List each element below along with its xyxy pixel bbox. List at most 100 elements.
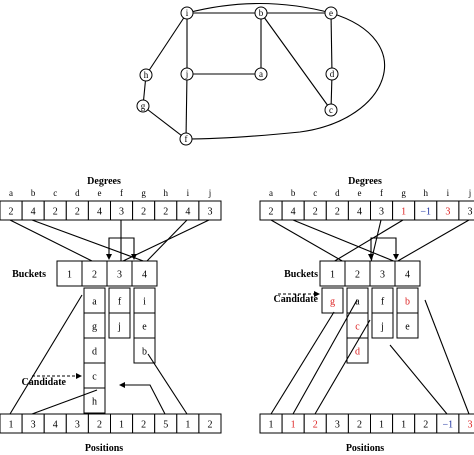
left-letter-6: g [141,188,146,198]
svg-text:2: 2 [75,207,80,218]
node-g: g [136,99,150,113]
right-degrees-title: Degrees [348,176,382,187]
left-degree-0: 2 [0,200,23,221]
svg-text:4: 4 [53,420,58,431]
left-bucket-2-item-0: a [83,287,106,314]
svg-text:3: 3 [117,270,122,281]
svg-text:d: d [92,347,97,358]
left-bucket-3-item-0: f [108,287,131,314]
svg-text:f: f [380,188,383,198]
left-position-1: 3 [21,413,45,434]
left-position-8: 1 [176,413,200,434]
right-arrow-pos-i [389,344,448,415]
svg-text:f: f [120,188,123,198]
left-arrow-pos-b [31,389,98,415]
svg-text:h: h [144,70,149,80]
svg-text:i: i [143,297,146,308]
right-bucket-3-item-0: f [371,287,394,314]
svg-text:1: 1 [379,420,384,431]
left-position-2: 4 [43,413,67,434]
node-e: e [324,6,338,20]
svg-text:2: 2 [141,420,146,431]
svg-text:g: g [92,322,97,333]
edge-i-e [186,3,332,14]
svg-text:e: e [357,188,361,198]
svg-text:j: j [185,69,189,79]
right-position-4: 2 [347,413,371,434]
right-letter-0: a [269,188,273,198]
left-bucket-header-2: 2 [81,260,108,287]
svg-text:1: 1 [185,420,190,431]
svg-text:e: e [329,8,333,18]
svg-text:1: 1 [330,270,335,281]
left-degree-2: 2 [43,200,67,221]
left-degrees-title: Degrees [87,176,121,187]
node-i: i [180,6,194,20]
left-letter-7: h [164,188,169,198]
right-bucket-2-item-2: d [346,337,369,364]
svg-text:1: 1 [269,420,274,431]
right-position-1: 1 [281,413,305,434]
right-degree-6: 1 [392,200,416,221]
right-letter-1: b [291,188,296,198]
right-bucket-2-item-0: a [346,287,369,314]
svg-text:2: 2 [141,207,146,218]
svg-text:4: 4 [405,270,410,281]
svg-text:1: 1 [401,420,406,431]
svg-text:2: 2 [163,207,168,218]
right-position-7: 2 [414,413,438,434]
left-buckets-label: Buckets [12,269,46,280]
left-position-9: 2 [198,413,222,434]
right-letter-2: c [313,188,317,198]
svg-text:1: 1 [119,420,124,431]
svg-text:h: h [92,397,97,408]
right-letter-5: f [380,188,383,198]
right-letter-8: i [447,188,450,198]
svg-text:2: 2 [357,420,362,431]
left-position-5: 1 [110,413,134,434]
left-letter-9: j [208,188,212,198]
right-degree-3: 2 [325,200,349,221]
svg-text:a: a [259,69,263,79]
svg-text:5: 5 [163,420,168,431]
left-position-0: 1 [0,413,23,434]
svg-text:4: 4 [31,207,36,218]
svg-text:i: i [186,8,189,18]
svg-text:2: 2 [313,420,318,431]
edge-e-d [330,12,333,75]
left-letter-2: c [53,188,57,198]
right-candidate-arrowhead [314,291,320,297]
edge-j-f [185,73,188,140]
svg-text:j: j [380,322,384,333]
right-degree-8: 3 [436,200,460,221]
left-arrowhead-3 [119,382,125,388]
svg-text:g: g [141,188,146,198]
svg-text:e: e [405,322,410,333]
left-degree-7: 2 [154,200,178,221]
svg-text:c: c [313,188,317,198]
svg-text:h: h [424,188,429,198]
svg-text:d: d [335,188,340,198]
node-c: c [324,103,338,117]
right-bucket-header-2: 2 [344,260,371,287]
right-buckets-label: Buckets [284,269,318,280]
right-bucket-header-4: 4 [394,260,421,287]
svg-text:j: j [468,188,472,198]
left-bucket-header-4: 4 [131,260,158,287]
left-degree-6: 2 [132,200,156,221]
node-h: h [139,68,153,82]
svg-text:b: b [259,8,264,18]
right-positions-title: Positions [346,443,384,454]
svg-text:d: d [75,188,80,198]
right-position-2: 2 [303,413,327,434]
left-arrow-pos-a [9,294,83,415]
svg-text:b: b [31,188,36,198]
right-arrow-deg-a [270,219,345,263]
svg-text:c: c [355,322,360,333]
node-b: b [254,6,268,20]
right-arrow-pos-c [314,319,371,415]
svg-text:3: 3 [207,207,212,218]
